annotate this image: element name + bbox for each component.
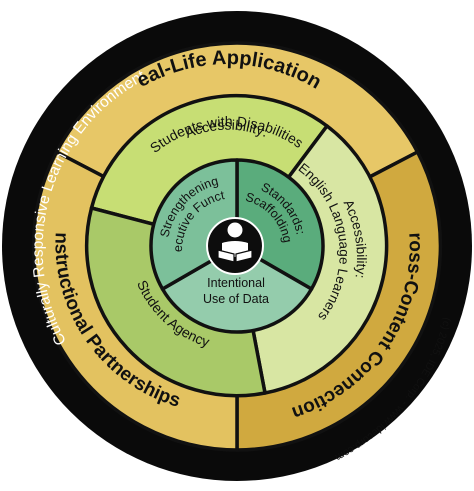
- use-of-data-label: Use of Data: [203, 292, 269, 306]
- intentional-label: Intentional: [207, 276, 265, 290]
- student-reading-icon: [206, 217, 264, 275]
